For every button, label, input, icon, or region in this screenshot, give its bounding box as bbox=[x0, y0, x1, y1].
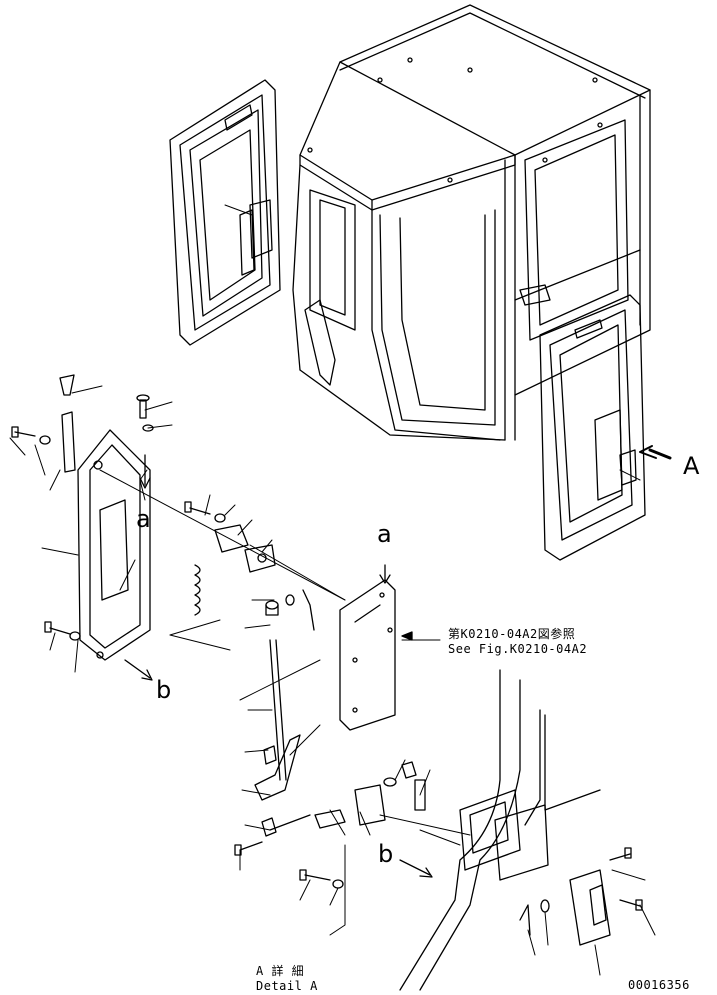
figure-reference-jp: 第K0210-04A2図参照 bbox=[448, 627, 576, 641]
view-arrow-a bbox=[639, 445, 672, 460]
leader-lines bbox=[9, 204, 656, 976]
bracket-plate bbox=[339, 579, 396, 731]
pillar-detail bbox=[399, 669, 601, 991]
left-door bbox=[169, 79, 281, 346]
latch-parts bbox=[299, 761, 643, 946]
callout-b-left: b bbox=[156, 676, 172, 704]
mechanism-parts bbox=[184, 501, 346, 856]
callout-b-right: b bbox=[378, 840, 394, 868]
assembly-lines bbox=[99, 469, 471, 846]
right-door bbox=[539, 294, 646, 561]
callout-a-right: a bbox=[377, 520, 392, 548]
flow-arrows bbox=[124, 454, 433, 878]
detail-title-jp: A 詳 細 bbox=[256, 964, 305, 978]
cover-panel bbox=[77, 429, 151, 661]
detail-title-en: Detail A bbox=[256, 979, 318, 993]
drawing-number: 00016356 bbox=[628, 978, 690, 992]
callout-a-left: a bbox=[136, 505, 151, 533]
cab-assembly bbox=[292, 4, 651, 441]
figure-reference-en: See Fig.K0210-04A2 bbox=[448, 642, 588, 656]
bolt-parts-left bbox=[11, 374, 154, 641]
view-label-a: A bbox=[683, 452, 700, 480]
